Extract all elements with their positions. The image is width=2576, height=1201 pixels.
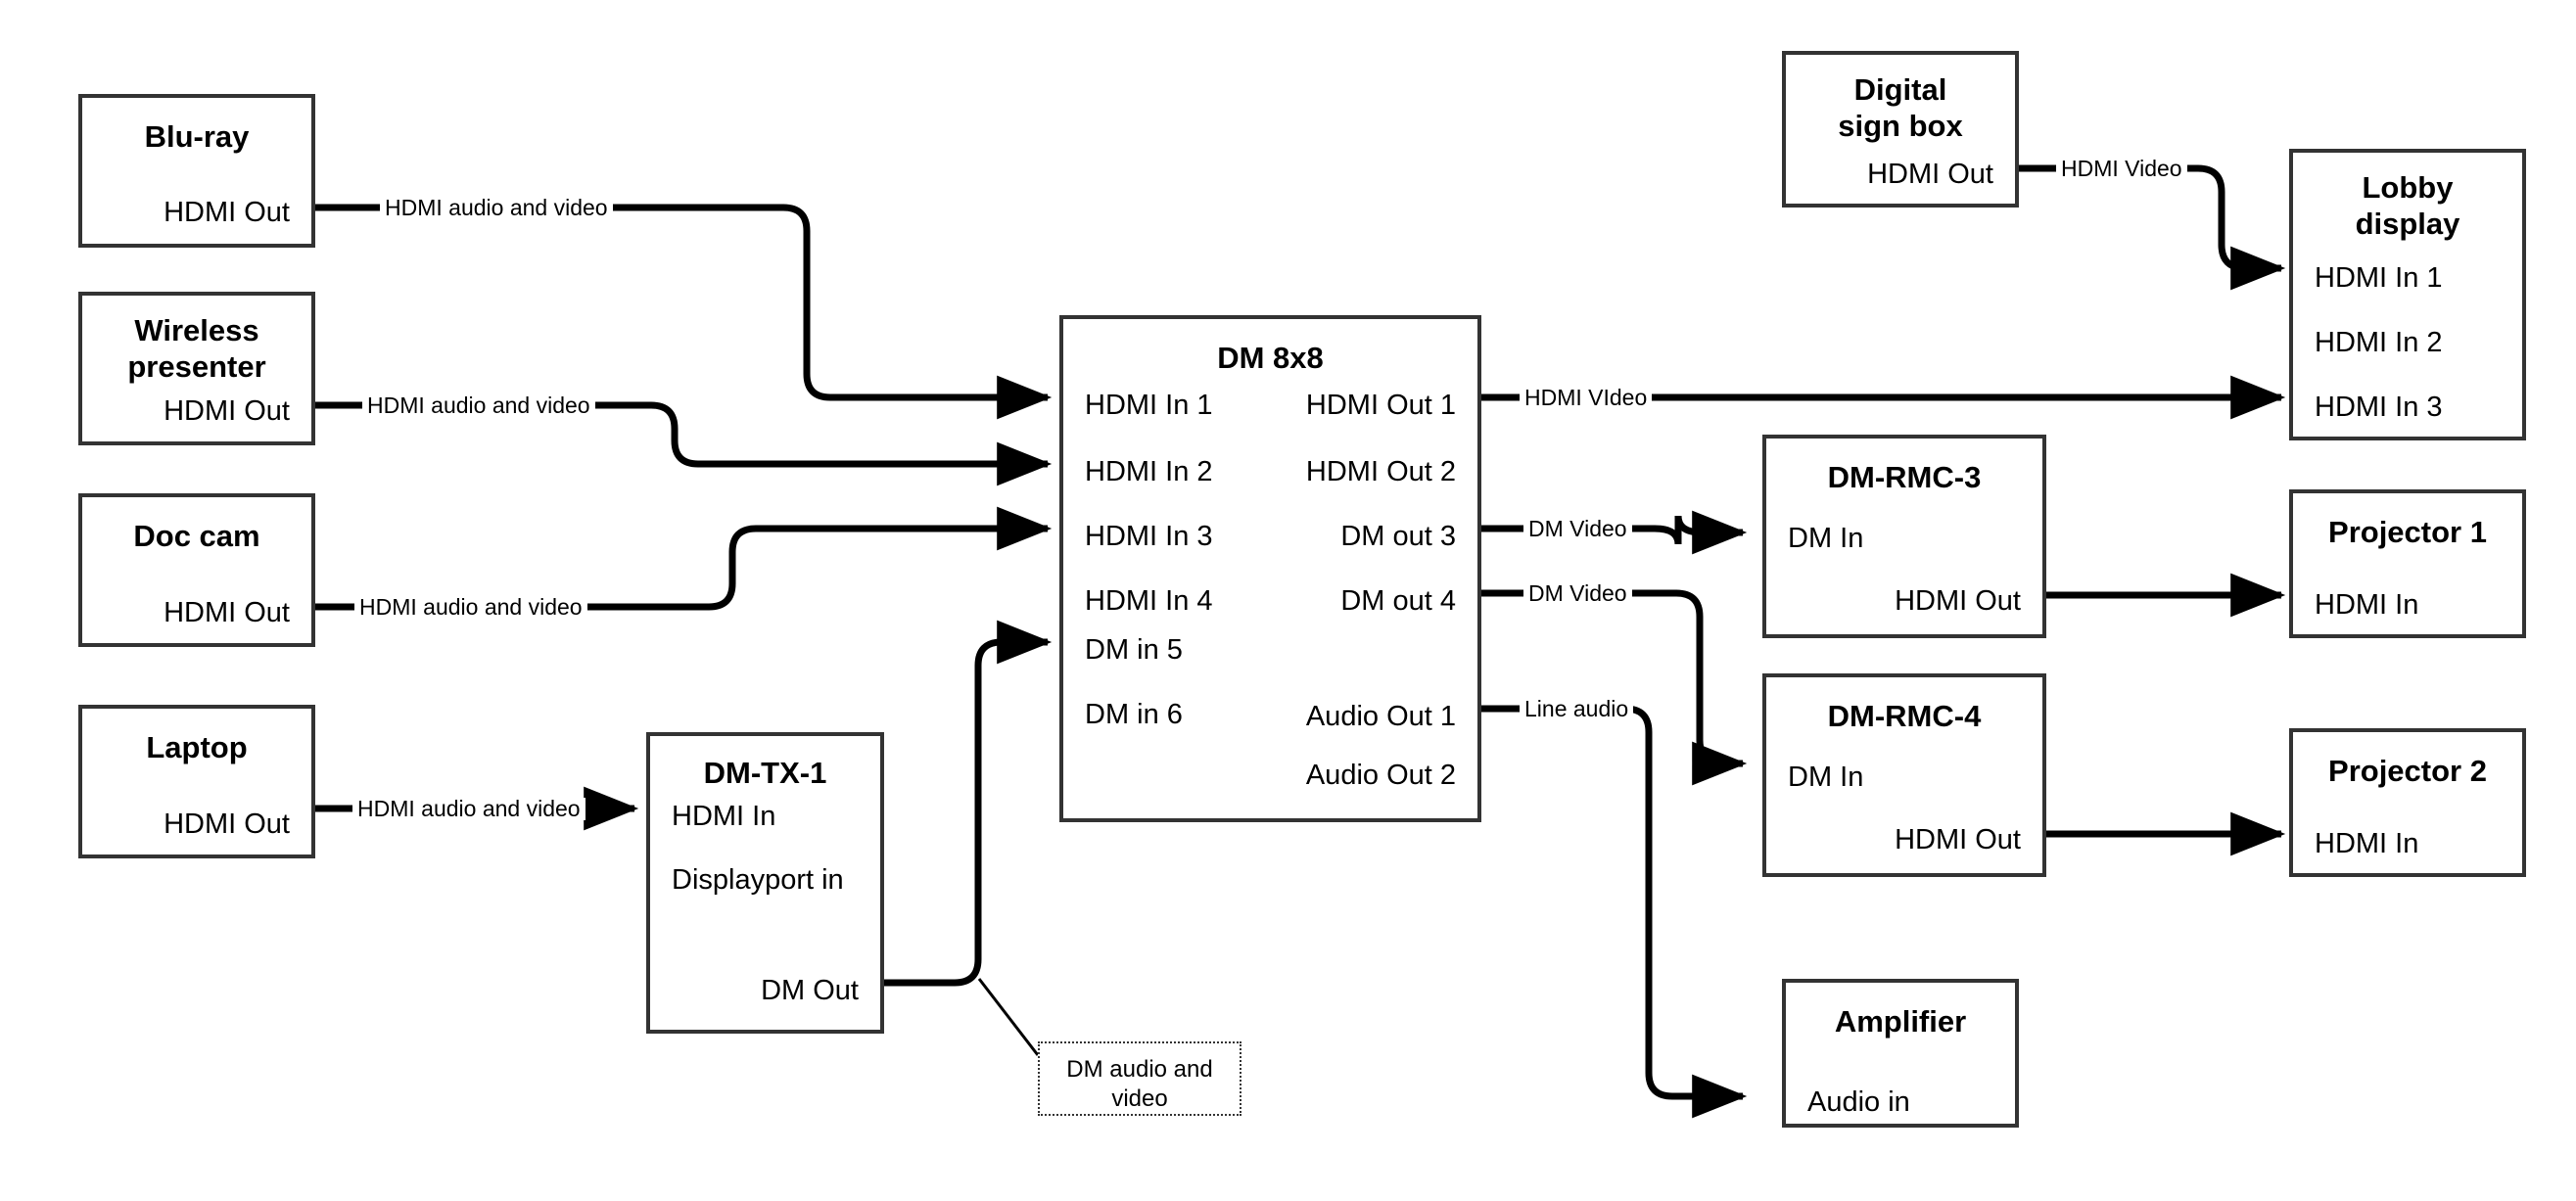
node-dm-8x8-output-hdmi-out-2: HDMI Out 2	[1305, 456, 1456, 487]
node-bluray[interactable]: Blu-ray HDMI Out	[78, 94, 315, 248]
node-dm-8x8-output-audio-out-1: Audio Out 1	[1305, 701, 1456, 732]
node-dm-8x8-output-dm-out-4: DM out 4	[1340, 585, 1456, 617]
node-digital-sign-box-title: Digital sign box	[1838, 72, 1963, 143]
wire-dm8x8-out4-to-rmc4	[1481, 589, 1748, 786]
node-doc-cam[interactable]: Doc cam HDMI Out	[78, 493, 315, 647]
node-dm-8x8-input-dm-in-5: DM in 5	[1085, 634, 1183, 666]
annotation-dm-audio-and-video: DM audio and video	[1038, 1041, 1241, 1116]
wire-label-wireless-to-dm8x8: HDMI audio and video	[362, 394, 595, 417]
node-digital-sign-box[interactable]: Digital sign box HDMI Out	[1782, 51, 2019, 208]
node-dm-8x8-output-dm-out-3: DM out 3	[1340, 521, 1456, 552]
wire-label-dm8x8-out3-to-rmc3: DM Video	[1523, 518, 1632, 540]
node-projector-1[interactable]: Projector 1 HDMI In	[2289, 489, 2526, 638]
wire-label-sign-to-lobby: HDMI Video	[2056, 158, 2187, 180]
wire-dmtx1-to-dm8x8	[884, 620, 1053, 987]
node-bluray-title: Blu-ray	[144, 119, 250, 154]
node-digital-sign-box-port-hdmi-out: HDMI Out	[1867, 159, 1993, 190]
node-wireless-presenter-title: Wireless presenter	[127, 313, 266, 384]
node-doc-cam-title: Doc cam	[133, 519, 260, 553]
node-projector-2-port-hdmi-in: HDMI In	[2315, 828, 2419, 859]
node-lobby-display-input-hdmi-in-1: HDMI In 1	[2315, 262, 2443, 294]
node-dm-8x8-title: DM 8x8	[1217, 341, 1324, 375]
node-wireless-presenter[interactable]: Wireless presenter HDMI Out	[78, 292, 315, 445]
node-dm-8x8-input-hdmi-in-1: HDMI In 1	[1085, 390, 1213, 421]
wire-label-dm8x8-audioout1-to-amplifier: Line audio	[1520, 698, 1634, 720]
node-dm-8x8-output-audio-out-2: Audio Out 2	[1305, 760, 1456, 791]
node-dm-rmc-4-title: DM-RMC-4	[1827, 699, 1982, 733]
wire-bluray-to-dm8x8	[315, 204, 1053, 420]
node-projector-1-port-hdmi-in: HDMI In	[2315, 589, 2419, 621]
node-dm-rmc-3-title: DM-RMC-3	[1827, 460, 1982, 494]
node-projector-2[interactable]: Projector 2 HDMI In	[2289, 728, 2526, 877]
node-dm-tx-1-port-displayport-in: Displayport in	[672, 864, 844, 896]
node-dm-tx-1-port-hdmi-in: HDMI In	[672, 801, 776, 832]
node-dm-tx-1-port-dm-out: DM Out	[761, 975, 859, 1006]
node-dm-rmc-3-port-hdmi-out: HDMI Out	[1895, 585, 2021, 617]
node-dm-8x8-input-hdmi-in-4: HDMI In 4	[1085, 585, 1213, 617]
node-dm-8x8-input-hdmi-in-3: HDMI In 3	[1085, 521, 1213, 552]
wire-label-laptop-to-dmtx1: HDMI audio and video	[352, 798, 585, 820]
node-dm-8x8-input-dm-in-6: DM in 6	[1085, 699, 1183, 730]
node-dm-rmc-3[interactable]: DM-RMC-3 DM In HDMI Out	[1762, 435, 2046, 638]
node-dm-tx-1-title: DM-TX-1	[703, 756, 827, 790]
node-lobby-display-title: Lobby display	[2355, 170, 2460, 241]
wire-label-doccam-to-dm8x8: HDMI audio and video	[354, 596, 587, 619]
node-laptop[interactable]: Laptop HDMI Out	[78, 705, 315, 858]
node-dm-tx-1[interactable]: DM-TX-1 HDMI In Displayport in DM Out	[646, 732, 884, 1034]
wire-dm8x8-audioout1-to-amplifier	[1481, 705, 1748, 1119]
node-wireless-presenter-port-hdmi-out: HDMI Out	[164, 395, 290, 427]
node-lobby-display-input-hdmi-in-3: HDMI In 3	[2315, 392, 2443, 423]
node-dm-rmc-4-port-dm-in: DM In	[1788, 762, 1864, 793]
annotation-leader-line	[977, 978, 1040, 1056]
node-dm-8x8-output-hdmi-out-1: HDMI Out 1	[1305, 390, 1456, 421]
wire-sign-to-lobby	[2019, 164, 2286, 291]
node-doc-cam-port-hdmi-out: HDMI Out	[164, 597, 290, 628]
node-lobby-display-input-hdmi-in-2: HDMI In 2	[2315, 327, 2443, 358]
node-amplifier-port-audio-in: Audio in	[1807, 1086, 1910, 1118]
node-projector-1-title: Projector 1	[2328, 515, 2487, 549]
node-dm-rmc-4-port-hdmi-out: HDMI Out	[1895, 824, 2021, 855]
node-amplifier[interactable]: Amplifier Audio in	[1782, 979, 2019, 1128]
wire-label-dm8x8-hdmiout1-to-lobby: HDMI VIdeo	[1520, 387, 1653, 409]
node-bluray-port-hdmi-out: HDMI Out	[164, 197, 290, 228]
node-laptop-port-hdmi-out: HDMI Out	[164, 808, 290, 840]
node-lobby-display[interactable]: Lobby display HDMI In 1 HDMI In 2 HDMI I…	[2289, 149, 2526, 440]
node-amplifier-title: Amplifier	[1834, 1004, 1967, 1039]
node-dm-rmc-4[interactable]: DM-RMC-4 DM In HDMI Out	[1762, 673, 2046, 877]
node-dm-rmc-3-port-dm-in: DM In	[1788, 523, 1864, 554]
wire-label-bluray-to-dm8x8: HDMI audio and video	[380, 197, 613, 219]
wire-label-dm8x8-out4-to-rmc4: DM Video	[1523, 582, 1632, 605]
node-dm-8x8[interactable]: DM 8x8 HDMI In 1 HDMI In 2 HDMI In 3 HDM…	[1059, 315, 1481, 822]
node-dm-8x8-input-hdmi-in-2: HDMI In 2	[1085, 456, 1213, 487]
node-projector-2-title: Projector 2	[2328, 754, 2487, 788]
node-laptop-title: Laptop	[146, 730, 248, 764]
